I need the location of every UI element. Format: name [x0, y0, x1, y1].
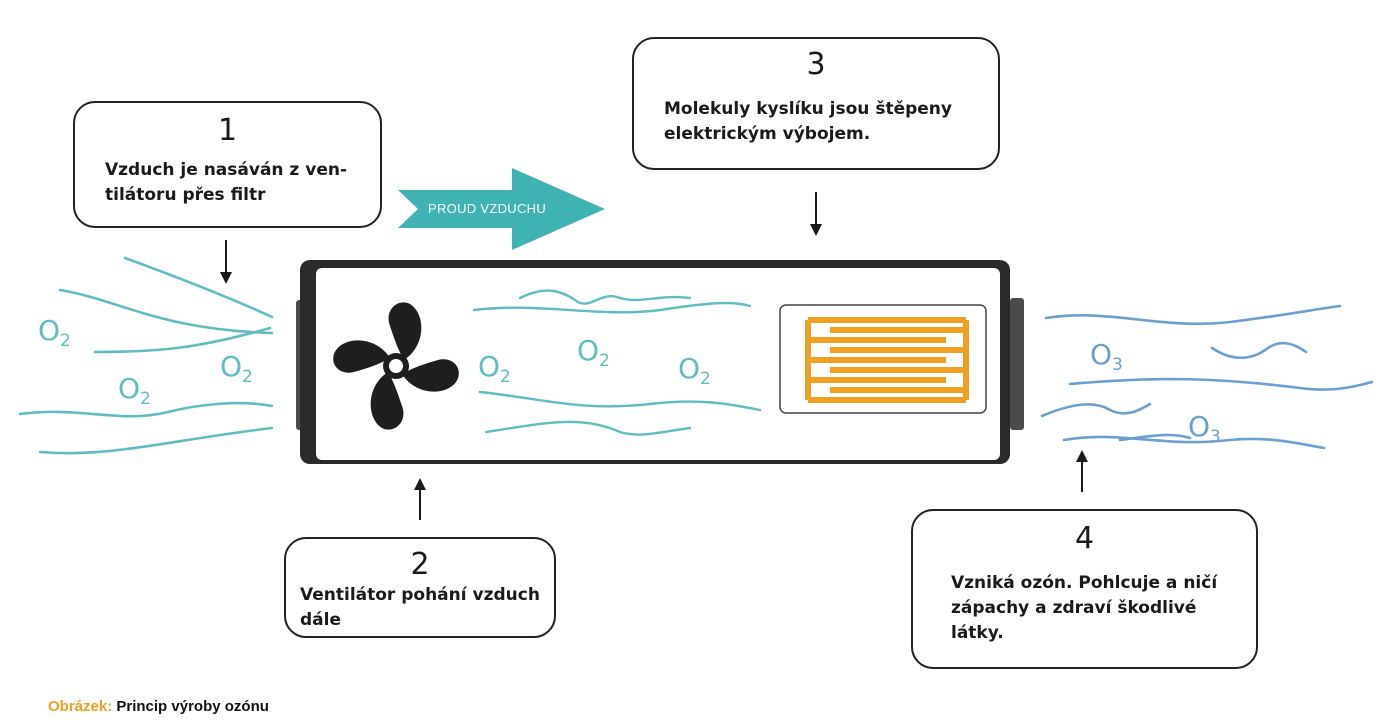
step-2-callout: 2 Ventilátor pohání vzduch dále	[284, 537, 556, 638]
intake-air-streams	[18, 256, 274, 455]
flow-label: PROUD VZDUCHU	[428, 201, 547, 216]
figure-caption: Obrázek: Princip výroby ozónu	[48, 698, 269, 715]
arrow-up-icon	[414, 478, 426, 520]
inner-air-streams	[472, 289, 762, 436]
step-text: Molekuly kyslíku jsou štěpeny elektrický…	[664, 99, 952, 144]
fan-icon	[333, 302, 459, 430]
ozone-label: O3	[1188, 410, 1221, 447]
step-number: 1	[217, 113, 238, 148]
arrow-down-icon	[810, 192, 822, 236]
step-number: 4	[1074, 521, 1095, 556]
step-number: 3	[806, 47, 826, 82]
step-text: Ventilátor pohání vzduch dále	[300, 585, 540, 630]
ozone-label: O3	[1090, 338, 1123, 375]
oxygen-label: O2	[577, 334, 610, 371]
electrode-plate-icon	[779, 304, 987, 414]
step-text: Vzniká ozón. Pohlcuje a ničí zápachy a z…	[951, 573, 1218, 643]
ozone-air-streams	[1040, 304, 1374, 450]
oxygen-label: O2	[478, 350, 511, 387]
step-text: Vzduch je nasáván z ven-tilátoru přes fi…	[105, 160, 348, 205]
step-3-callout: 3 Molekuly kyslíku jsou štěpeny elektric…	[632, 37, 1000, 170]
pointer-arrows	[220, 192, 1088, 520]
oxygen-label: O2	[118, 372, 151, 409]
step-1-callout: 1 Vzduch je nasáván z ven-tilátoru přes …	[73, 101, 382, 228]
oxygen-label: O2	[678, 352, 711, 389]
caption-key: Obrázek:	[48, 698, 113, 715]
arrow-down-icon	[220, 240, 232, 284]
oxygen-label: O2	[220, 350, 253, 387]
step-number: 2	[410, 547, 430, 582]
step-4-callout: 4 Vzniká ozón. Pohlcuje a ničí zápachy a…	[911, 509, 1258, 669]
arrow-up-icon	[1076, 450, 1088, 492]
flow-arrow-icon	[398, 168, 605, 250]
caption-value: Princip výroby ozónu	[116, 698, 269, 715]
oxygen-label: O2	[38, 314, 71, 351]
